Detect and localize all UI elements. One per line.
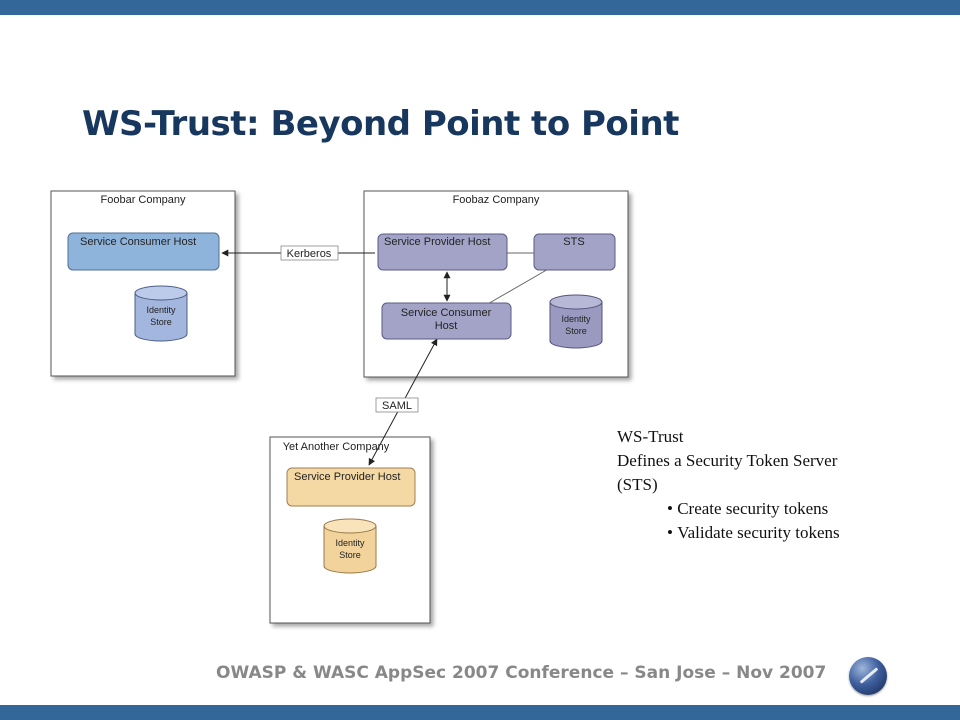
notes-bullet-list: Create security tokens Validate security… xyxy=(617,497,917,545)
foobaz-provider-host-box: Service Provider Host xyxy=(377,233,508,271)
notes-line-1: Defines a Security Token Server xyxy=(617,451,838,470)
foobaz-provider-host-label: Service Provider Host xyxy=(384,236,490,248)
kerberos-tag: Kerberos xyxy=(280,245,339,261)
foobaz-company-frame: Foobaz Company xyxy=(363,190,629,378)
top-accent-bar xyxy=(0,0,960,15)
foobar-consumer-host-label: Service Consumer Host xyxy=(80,236,196,248)
saml-label: SAML xyxy=(382,400,412,412)
foobar-consumer-host-box: Service Consumer Host xyxy=(67,232,220,271)
foobar-identity-store-label-1: Identity xyxy=(146,305,176,315)
kerberos-label: Kerberos xyxy=(287,248,332,260)
ws-trust-notes: WS-Trust Defines a Security Token Server… xyxy=(617,425,917,545)
sts-box: STS xyxy=(533,233,616,271)
foobar-company-label: Foobar Company xyxy=(101,194,186,206)
foobar-identity-store-label-2: Store xyxy=(150,317,172,327)
yet-another-provider-host-label: Service Provider Host xyxy=(294,471,400,483)
foobaz-consumer-host-label-2: Host xyxy=(435,320,458,332)
yet-another-provider-host-box: Service Provider Host xyxy=(286,467,416,507)
foobaz-identity-store-label-2: Store xyxy=(565,326,587,336)
yet-another-identity-store-label-2: Store xyxy=(339,550,361,560)
foobaz-identity-store-label-1: Identity xyxy=(561,314,591,324)
foobar-identity-store: Identity Store xyxy=(134,285,188,342)
notes-heading: WS-Trust xyxy=(617,427,684,446)
foobaz-consumer-host-label-1: Service Consumer xyxy=(401,307,492,319)
slide-footer: OWASP & WASC AppSec 2007 Conference – Sa… xyxy=(216,663,827,683)
sts-label: STS xyxy=(563,236,584,248)
slide-title: WS-Trust: Beyond Point to Point xyxy=(82,104,679,144)
foobaz-company-label: Foobaz Company xyxy=(453,194,540,206)
foobaz-identity-store: Identity Store xyxy=(549,294,603,349)
yet-another-identity-store-label-1: Identity xyxy=(335,538,365,548)
owasp-logo-icon xyxy=(849,657,887,695)
notes-bullet-validate: Validate security tokens xyxy=(667,521,917,545)
yet-another-identity-store: Identity Store xyxy=(323,518,377,574)
sts-consumer-link xyxy=(485,267,551,306)
foobar-company-frame: Foobar Company xyxy=(50,190,236,377)
notes-bullet-create: Create security tokens xyxy=(667,497,917,521)
saml-tag: SAML xyxy=(375,397,419,413)
yet-another-company-label: Yet Another Company xyxy=(283,441,390,453)
foobaz-consumer-host-box: Service Consumer Host xyxy=(381,302,512,340)
bottom-accent-bar xyxy=(0,705,960,720)
notes-line-2: (STS) xyxy=(617,475,658,494)
